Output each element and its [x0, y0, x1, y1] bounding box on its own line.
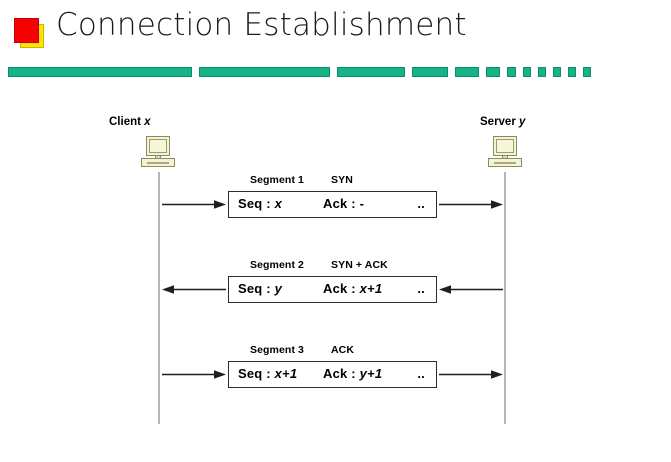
- segment-2-seq-label: Seq :: [238, 281, 275, 296]
- segment-2-right-arrow: [439, 284, 503, 295]
- segment-2-left-arrow: [162, 284, 226, 295]
- segment-1-flags: SYN: [331, 174, 353, 186]
- server-label-var: y: [519, 116, 526, 128]
- segment-row-2: Segment 2 SYN + ACK Seq : y Ack : x+1 ..: [0, 259, 671, 315]
- divider-dash-10: [553, 67, 561, 77]
- segment-3-box: Seq : x+1 Ack : y+1 ..: [228, 361, 437, 388]
- divider-dash-1: [8, 67, 192, 77]
- segment-1-left-arrow: [162, 199, 226, 210]
- segment-1-name: Segment 1: [250, 174, 304, 186]
- segment-3-ack-value: y+1: [359, 366, 383, 381]
- segment-3-dots: ..: [417, 366, 425, 381]
- segment-3-left-arrow: [162, 369, 226, 380]
- segment-3-name: Segment 3: [250, 344, 304, 356]
- segment-1-seq: Seq : x: [238, 196, 282, 211]
- screen-shape: [496, 139, 514, 153]
- client-label: Client x: [109, 116, 151, 128]
- client-lifeline: [158, 172, 160, 424]
- segment-1-seq-value: x: [274, 196, 283, 211]
- segment-row-3: Segment 3 ACK Seq : x+1 Ack : y+1 ..: [0, 344, 671, 400]
- segment-2-name: Segment 2: [250, 259, 304, 271]
- desktop-computer-icon-server: [488, 136, 522, 168]
- server-lifeline: [504, 172, 506, 424]
- segment-1-ack: Ack : -: [323, 196, 364, 211]
- red-square-shape: [14, 18, 39, 43]
- segment-3-flags: ACK: [331, 344, 355, 356]
- divider-dash-8: [523, 67, 531, 77]
- divider-dash-12: [583, 67, 591, 77]
- screen-shape: [149, 139, 167, 153]
- segment-2-flags: SYN + ACK: [331, 259, 388, 271]
- divider-dash-5: [455, 67, 479, 77]
- segment-2-dots: ..: [417, 281, 425, 296]
- divider-dash-4: [412, 67, 448, 77]
- page-title: Connection Establishment: [56, 7, 467, 43]
- segment-2-ack-label: Ack :: [323, 281, 360, 296]
- segment-2-seq: Seq : y: [238, 281, 282, 296]
- segment-3-ack-label: Ack :: [323, 366, 360, 381]
- client-label-text: Client: [109, 116, 145, 128]
- slide-header: Connection Establishment: [0, 0, 671, 88]
- divider-dash-3: [337, 67, 405, 77]
- segment-1-dots: ..: [417, 196, 425, 211]
- segment-1-ack-label: Ack :: [323, 196, 360, 211]
- segment-2-ack-value: x+1: [359, 281, 383, 296]
- segment-2-seq-value: y: [274, 281, 283, 296]
- server-label: Server y: [480, 116, 525, 128]
- monitor-neck-shape: [502, 156, 508, 159]
- segment-1-right-arrow: [439, 199, 503, 210]
- segment-1-box: Seq : x Ack : - ..: [228, 191, 437, 218]
- segment-1-seq-label: Seq :: [238, 196, 275, 211]
- segment-3-seq-label: Seq :: [238, 366, 275, 381]
- divider-dash-7: [507, 67, 516, 77]
- segment-3-ack: Ack : y+1: [323, 366, 382, 381]
- segment-3-seq-value: x+1: [274, 366, 298, 381]
- server-label-text: Server: [480, 116, 520, 128]
- client-label-var: x: [144, 116, 151, 128]
- sequence-diagram: Client x Server y Segment 1 SYN Seq: [0, 88, 671, 462]
- segment-2-box: Seq : y Ack : x+1 ..: [228, 276, 437, 303]
- segment-row-1: Segment 1 SYN Seq : x Ack : - ..: [0, 174, 671, 230]
- green-dashed-rule: [8, 67, 668, 77]
- segment-3-seq: Seq : x+1: [238, 366, 297, 381]
- drive-slot-shape: [494, 162, 516, 164]
- segment-1-ack-value: -: [359, 196, 365, 211]
- divider-dash-6: [486, 67, 500, 77]
- segment-2-ack: Ack : x+1: [323, 281, 382, 296]
- desktop-computer-icon-client: [141, 136, 175, 168]
- monitor-neck-shape: [155, 156, 161, 159]
- divider-dash-11: [568, 67, 576, 77]
- red-square-icon: [14, 18, 44, 48]
- divider-dash-9: [538, 67, 546, 77]
- divider-dash-2: [199, 67, 330, 77]
- segment-3-right-arrow: [439, 369, 503, 380]
- drive-slot-shape: [147, 162, 169, 164]
